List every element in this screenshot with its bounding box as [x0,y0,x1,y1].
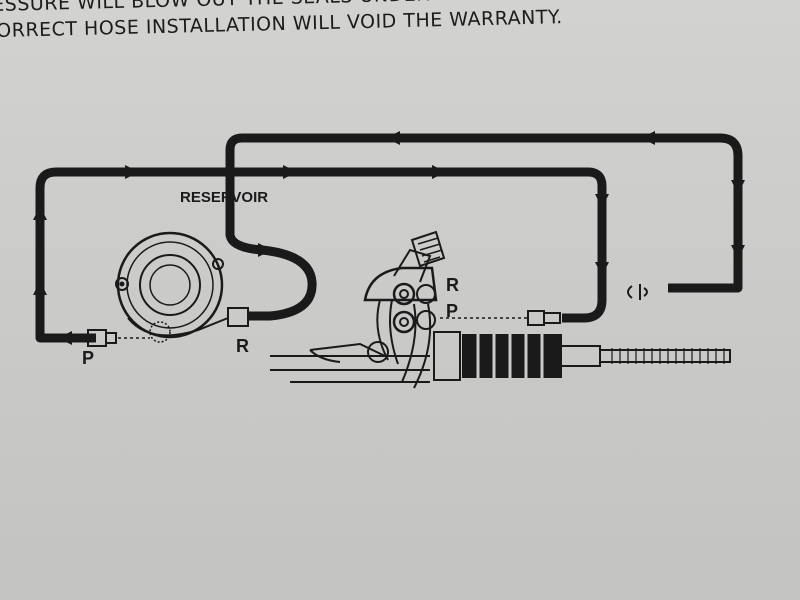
arrow-icon [33,206,47,220]
steering-rack [270,230,731,389]
hose-clip-icon [627,284,648,300]
reservoir-feed-hose [225,215,317,321]
power-steering-pump [115,231,249,343]
arrow-icon [731,180,745,194]
flow-arrows [33,131,745,345]
rack-return-label: R [446,275,459,295]
arrow-icon [595,262,609,276]
pressure-hose-loop [35,167,607,343]
arrow-icon [595,194,609,208]
arrow-icon [641,131,655,145]
arrow-icon [33,281,47,295]
pump-return-label: R [236,336,249,356]
return-hose-outer [225,133,743,293]
arrow-icon [283,165,297,179]
arrow-icon [58,331,72,345]
arrow-icon [432,165,446,179]
arrow-icon [386,131,400,145]
arrow-icon [125,165,139,179]
reservoir-label: RESERVOIR [180,189,268,206]
pump-pressure-fitting [87,329,117,347]
pump-pressure-label: P [82,348,94,368]
arrow-icon [258,243,272,257]
arrow-icon [731,245,745,259]
rack-pressure-fitting [527,310,561,326]
rack-pressure-label: P [446,301,458,321]
